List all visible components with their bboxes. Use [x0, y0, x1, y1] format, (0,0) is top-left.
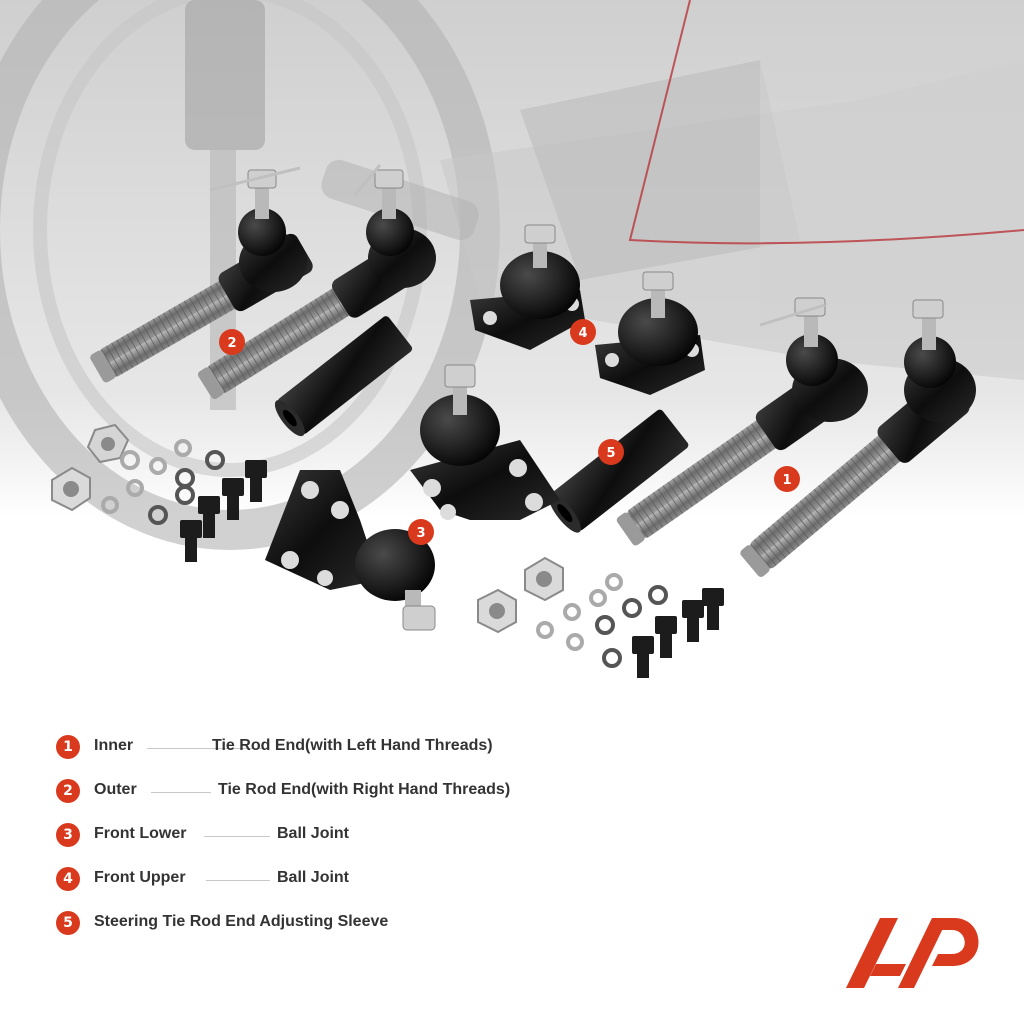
legend-part-label: Outer — [94, 781, 137, 798]
legend-number-badge: 3 — [56, 823, 80, 847]
outer-tie-rod-end-right — [197, 164, 436, 399]
adjusting-sleeve-upper — [274, 316, 413, 437]
legend-number-badge: 5 — [56, 911, 80, 935]
hardware-kit-left — [51, 423, 267, 562]
legend-number-badge: 1 — [56, 735, 80, 759]
legend-part-label: Inner — [94, 737, 134, 754]
legend-description: Ball Joint — [277, 825, 350, 842]
legend-part-label: Front Lower — [94, 825, 187, 842]
legend-description: Ball Joint — [277, 869, 350, 886]
inner-tie-rod-end-right — [740, 299, 976, 577]
front-upper-ball-joint-right — [595, 271, 705, 395]
outer-tie-rod-end-left — [90, 166, 313, 383]
a-premium-logo-icon — [846, 918, 979, 988]
legend-part-label: Steering Tie Rod End Adjusting Sleeve — [94, 913, 389, 930]
front-lower-ball-joint-upper — [410, 364, 560, 520]
legend-item-4: 4 Front Upper Ball Joint — [56, 864, 816, 908]
legend-item-2: 2 Outer Tie Rod End(with Right Hand Thre… — [56, 776, 816, 820]
callout-3: 3 — [408, 519, 434, 545]
legend-item-1: 1 Inner Tie Rod End(with Left Hand Threa… — [56, 732, 816, 776]
callout-5: 5 — [598, 439, 624, 465]
legend-description: Tie Rod End(with Right Hand Threads) — [218, 781, 511, 798]
callout-4: 4 — [570, 319, 596, 345]
svg-text:4: 4 — [578, 326, 587, 341]
parts-legend: 1 Inner Tie Rod End(with Left Hand Threa… — [56, 732, 816, 952]
adjusting-sleeve-lower — [548, 409, 689, 533]
inner-tie-rod-end-left — [616, 297, 868, 546]
front-upper-ball-joint-left — [470, 224, 585, 350]
svg-text:2: 2 — [227, 336, 236, 351]
front-lower-ball-joint-lower — [265, 470, 436, 631]
svg-text:1: 1 — [782, 473, 791, 488]
legend-description: Tie Rod End(with Left Hand Threads) — [212, 737, 493, 754]
legend-number-badge: 4 — [56, 867, 80, 891]
legend-item-3: 3 Front Lower Ball Joint — [56, 820, 816, 864]
legend-connector-line — [151, 792, 211, 793]
svg-text:3: 3 — [416, 526, 425, 541]
callout-1: 1 — [774, 466, 800, 492]
legend-connector-line — [204, 836, 270, 837]
callout-2: 2 — [219, 329, 245, 355]
legend-part-label: Front Upper — [94, 869, 186, 886]
legend-connector-line — [206, 880, 270, 881]
legend-number-badge: 2 — [56, 779, 80, 803]
hardware-kit-bottom — [477, 556, 724, 678]
legend-item-5: 5 Steering Tie Rod End Adjusting Sleeve — [56, 908, 816, 952]
svg-text:5: 5 — [606, 446, 615, 461]
legend-connector-line — [147, 748, 263, 749]
